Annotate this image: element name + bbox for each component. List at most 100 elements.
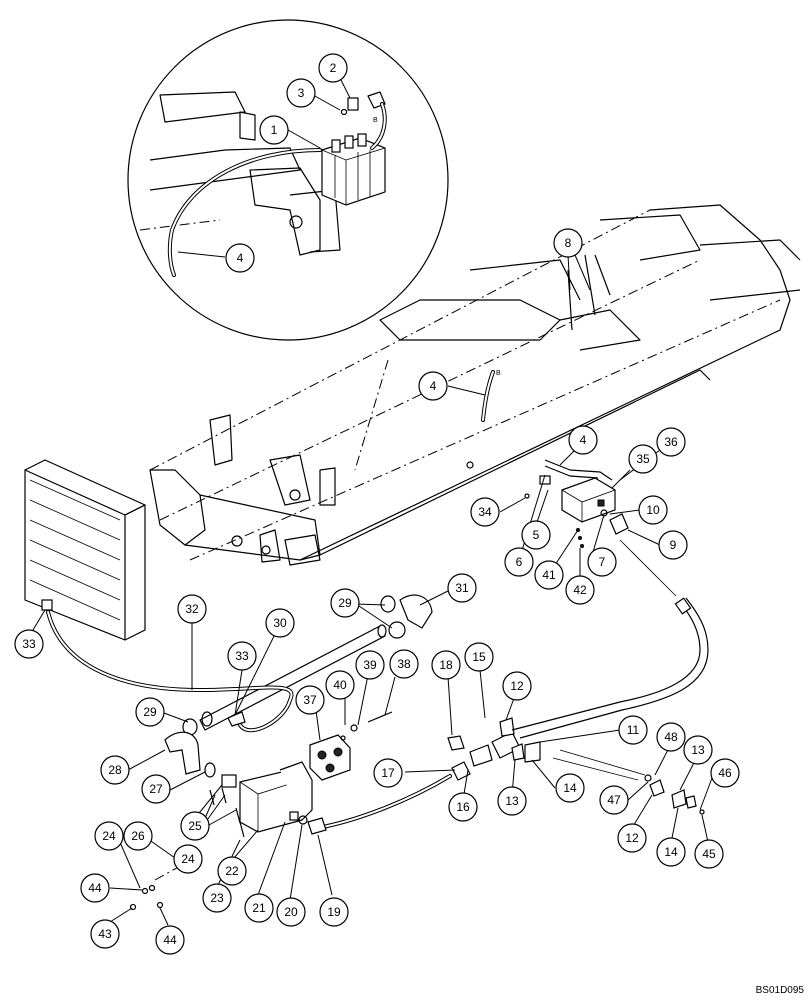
- callout-circle: [90, 919, 120, 949]
- callout-label: 36: [664, 435, 678, 449]
- elbow-31: [399, 594, 433, 629]
- callout-circle: [628, 444, 658, 474]
- callout-label: 14: [563, 781, 577, 795]
- callout-label: 48: [664, 730, 678, 744]
- callout-label: 16: [456, 800, 470, 814]
- cooler: [24, 459, 146, 641]
- callout-circle: [14, 629, 44, 659]
- callout-circle: [94, 821, 124, 851]
- callout-circle: [565, 575, 595, 605]
- callout-6: 6: [504, 547, 534, 577]
- callout-circle: [656, 837, 686, 867]
- callout-circle: [155, 925, 185, 955]
- flange-37: [309, 734, 351, 781]
- callout-circle: [504, 547, 534, 577]
- callout-circle: [431, 650, 461, 680]
- callout-circle: [555, 773, 585, 803]
- callout-circle: [177, 594, 207, 624]
- callout-48: 48: [656, 722, 686, 752]
- callout-25: 25: [180, 811, 210, 841]
- callout-circle: [658, 530, 688, 560]
- callout-15: 15: [464, 642, 494, 672]
- callout-37: 37: [295, 685, 325, 715]
- callout-circle: [225, 243, 255, 273]
- callout-4b: 4: [418, 371, 448, 401]
- callout-label: 17: [381, 766, 395, 780]
- callout-label: 15: [472, 650, 486, 664]
- valve-block-1: [321, 133, 386, 206]
- callout-29a: 29: [330, 588, 360, 618]
- callout-circle: [286, 78, 316, 108]
- o-ring-3: [340, 108, 348, 116]
- callout-label: 21: [252, 901, 266, 915]
- callout-12b: 12: [617, 823, 647, 853]
- callout-label: 44: [88, 881, 102, 895]
- callout-label: 42: [573, 583, 587, 597]
- callout-label: 33: [22, 637, 36, 651]
- callout-label: 24: [102, 829, 116, 843]
- callout-circle: [319, 897, 349, 927]
- callout-label: 29: [143, 705, 157, 719]
- callout-circle: [389, 649, 419, 679]
- callout-24a: 24: [94, 821, 124, 851]
- pump-22: [221, 761, 313, 833]
- callout-label: 4: [580, 433, 587, 447]
- callout-24b: 24: [173, 844, 203, 874]
- fitting-18: [447, 735, 465, 751]
- callout-circle: [617, 823, 647, 853]
- callout-35: 35: [628, 444, 658, 474]
- callout-circle: [202, 883, 232, 913]
- callout-16: 16: [448, 792, 478, 822]
- callout-label: 25: [188, 819, 202, 833]
- callout-circle: [373, 758, 403, 788]
- callout-circle: [464, 642, 494, 672]
- callout-label: 37: [303, 693, 317, 707]
- callout-42: 42: [565, 575, 595, 605]
- callout-label: 44: [163, 933, 177, 947]
- callout-circle: [448, 792, 478, 822]
- callout-22: 22: [217, 856, 247, 886]
- callout-circle: [135, 697, 165, 727]
- callout-circle: [141, 774, 171, 804]
- callout-23: 23: [202, 883, 232, 913]
- callout-26: 26: [123, 821, 153, 851]
- callout-2: 2: [318, 53, 348, 83]
- callout-13b: 13: [497, 786, 527, 816]
- callout-14a: 14: [555, 773, 585, 803]
- callout-label: 35: [636, 452, 650, 466]
- callout-label: 13: [691, 743, 705, 757]
- callout-18: 18: [431, 650, 461, 680]
- tube-30: [199, 625, 386, 731]
- callout-12a: 12: [502, 671, 532, 701]
- callout-32: 32: [177, 594, 207, 624]
- callout-30: 30: [265, 608, 295, 638]
- callout-label: 27: [149, 782, 163, 796]
- fitting-2: [347, 97, 359, 111]
- callout-label: 4: [237, 251, 244, 265]
- callout-14b: 14: [656, 837, 686, 867]
- elbow-28: [164, 731, 201, 775]
- callout-circle: [618, 715, 648, 745]
- callout-circle: [502, 671, 532, 701]
- callout-31: 31: [447, 573, 477, 603]
- callout-circle: [656, 722, 686, 752]
- callout-label: 13: [505, 794, 519, 808]
- callout-label: 31: [455, 581, 469, 595]
- callout-circle: [710, 758, 740, 788]
- callout-43: 43: [90, 919, 120, 949]
- callout-label: 24: [181, 852, 195, 866]
- callout-circle: [173, 844, 203, 874]
- callout-9: 9: [658, 530, 688, 560]
- detail-view: B: [127, 19, 449, 341]
- callout-7: 7: [587, 547, 617, 577]
- callout-label: 22: [225, 864, 239, 878]
- callout-label: 40: [333, 678, 347, 692]
- callout-circle: [553, 228, 583, 258]
- callout-34: 34: [470, 497, 500, 527]
- callout-4a: 4: [225, 243, 255, 273]
- callout-label: 7: [599, 555, 606, 569]
- document-code: BS01D095: [755, 985, 804, 996]
- callout-label: 10: [646, 503, 660, 517]
- callout-label: 39: [363, 658, 377, 672]
